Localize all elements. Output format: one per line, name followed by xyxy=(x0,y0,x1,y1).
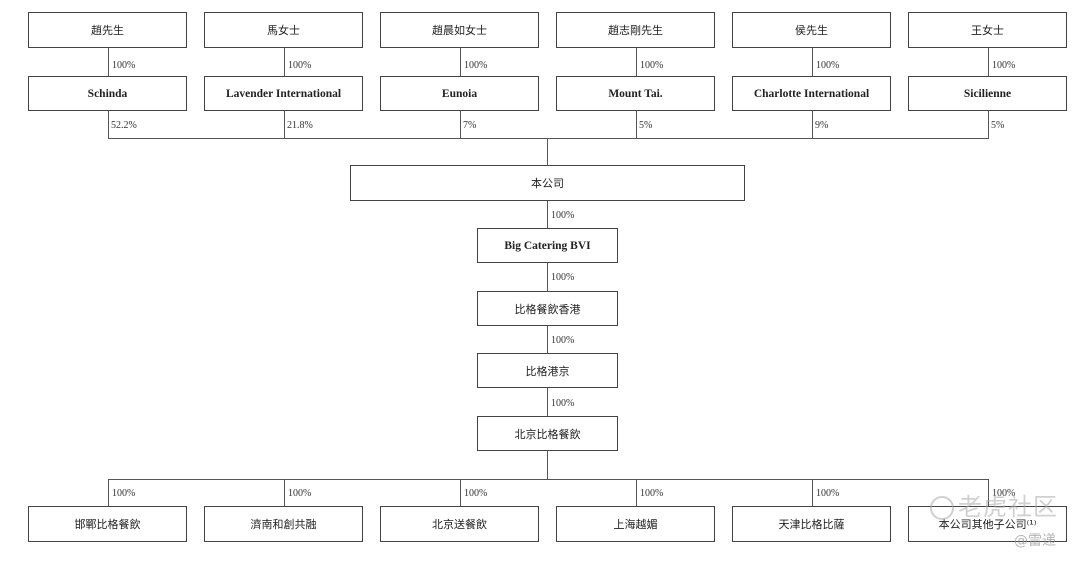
holding-name: Sicilienne xyxy=(963,87,1012,100)
connector-line xyxy=(547,263,548,291)
connector-line xyxy=(460,48,461,76)
holding-name: Mount Tai. xyxy=(608,87,663,100)
subsidiary-box: 邯鄲比格餐飲 xyxy=(28,506,187,542)
company-name: 本公司 xyxy=(531,177,564,190)
ownership-pct: 100% xyxy=(112,60,136,71)
holding-name: Eunoia xyxy=(441,87,478,100)
connector-line xyxy=(547,451,548,479)
stake-pct: 5% xyxy=(991,120,1005,131)
stake-pct: 7% xyxy=(463,120,477,131)
connector-line xyxy=(547,388,548,416)
holding-name: Lavender International xyxy=(225,87,342,100)
gangjing-name: 比格港京 xyxy=(525,364,570,378)
owner-name: 趙晨如女士 xyxy=(432,24,487,37)
connector-line xyxy=(460,111,461,138)
connector-line xyxy=(812,111,813,138)
stake-pct: 9% xyxy=(815,120,829,131)
connector-line xyxy=(284,111,285,138)
chain-pct: 100% xyxy=(551,335,575,346)
ownership-pct: 100% xyxy=(464,60,488,71)
connector-line xyxy=(636,479,637,506)
owner-name: 趙志剛先生 xyxy=(608,24,663,37)
connector-line xyxy=(988,111,989,138)
subsidiary-name: 邯鄲比格餐飲 xyxy=(74,518,141,531)
subsidiary-pct: 100% xyxy=(640,488,664,499)
stake-pct: 5% xyxy=(639,120,653,131)
ownership-pct: 100% xyxy=(288,60,312,71)
connector-line xyxy=(108,48,109,76)
subsidiary-name: 上海越媚 xyxy=(613,518,658,531)
connector-line xyxy=(284,479,285,506)
owner-name: 王女士 xyxy=(971,24,1004,37)
subsidiary-name: 北京送餐飲 xyxy=(432,518,487,531)
ownership-pct: 100% xyxy=(816,60,840,71)
subsidiary-box: 天津比格比薩 xyxy=(732,506,891,542)
subsidiary-pct: 100% xyxy=(112,488,136,499)
ownership-pct: 100% xyxy=(992,60,1016,71)
subsidiary-box: 北京送餐飲 xyxy=(380,506,539,542)
owner-box-zhao: 趙先生 xyxy=(28,12,187,48)
connector-line xyxy=(812,48,813,76)
connector-line xyxy=(636,48,637,76)
connector-line xyxy=(988,48,989,76)
watermark-text: 老虎社区 xyxy=(958,493,1058,521)
connector-line xyxy=(812,479,813,506)
owner-box-zhao-chenru: 趙晨如女士 xyxy=(380,12,539,48)
owner-name: 趙先生 xyxy=(91,24,124,37)
gangjing-box: 比格港京 xyxy=(477,353,618,388)
chain-pct: 100% xyxy=(551,398,575,409)
subsidiary-pct: 100% xyxy=(464,488,488,499)
top-bus-line xyxy=(108,138,989,139)
watermark-secondary: @雷递 xyxy=(1014,530,1056,550)
holding-box-eunoia: Eunoia xyxy=(380,76,539,111)
connector-line xyxy=(547,201,548,228)
connector-line xyxy=(547,138,548,165)
subsidiary-name: 天津比格比薩 xyxy=(778,518,845,531)
connector-line xyxy=(108,111,109,138)
company-box: 本公司 xyxy=(350,165,745,201)
watermark: 老虎社区 xyxy=(930,487,1058,522)
owner-box-wang: 王女士 xyxy=(908,12,1067,48)
holding-box-charlotte: Charlotte International xyxy=(732,76,891,111)
stake-pct: 21.8% xyxy=(287,120,313,131)
owner-box-ma: 馬女士 xyxy=(204,12,363,48)
bottom-bus-line xyxy=(108,479,989,480)
holding-name: Charlotte International xyxy=(753,87,870,100)
watermark-logo-icon xyxy=(930,496,954,520)
connector-line xyxy=(108,479,109,506)
chain-pct: 100% xyxy=(551,272,575,283)
bvi-box: Big Catering BVI xyxy=(477,228,618,263)
subsidiary-pct: 100% xyxy=(288,488,312,499)
holding-name: Schinda xyxy=(87,87,128,100)
stake-pct: 52.2% xyxy=(111,120,137,131)
connector-line xyxy=(988,479,989,506)
owner-box-hou: 侯先生 xyxy=(732,12,891,48)
hk-box: 比格餐飲香港 xyxy=(477,291,618,326)
subsidiary-pct: 100% xyxy=(816,488,840,499)
connector-line xyxy=(547,326,548,353)
ownership-pct: 100% xyxy=(640,60,664,71)
connector-line xyxy=(460,479,461,506)
owner-box-zhao-zhigang: 趙志剛先生 xyxy=(556,12,715,48)
holding-box-mount-tai: Mount Tai. xyxy=(556,76,715,111)
holding-box-lavender: Lavender International xyxy=(204,76,363,111)
subsidiary-name: 濟南和創共融 xyxy=(250,518,317,531)
owner-name: 侯先生 xyxy=(795,24,828,37)
bvi-name: Big Catering BVI xyxy=(504,239,591,252)
holding-box-schinda: Schinda xyxy=(28,76,187,111)
chain-pct: 100% xyxy=(551,210,575,221)
connector-line xyxy=(636,111,637,138)
subsidiary-pct: 100% xyxy=(992,488,1016,499)
owner-name: 馬女士 xyxy=(267,24,300,37)
hk-name: 比格餐飲香港 xyxy=(514,302,581,316)
holding-box-sicilienne: Sicilienne xyxy=(908,76,1067,111)
subsidiary-name: 本公司其他子公司⁽¹⁾ xyxy=(938,518,1037,531)
beijing-box: 北京比格餐飲 xyxy=(477,416,618,451)
subsidiary-box: 濟南和創共融 xyxy=(204,506,363,542)
beijing-name: 北京比格餐飲 xyxy=(514,427,581,441)
subsidiary-box: 上海越媚 xyxy=(556,506,715,542)
connector-line xyxy=(284,48,285,76)
watermark-secondary-text: @雷递 xyxy=(1014,533,1056,549)
